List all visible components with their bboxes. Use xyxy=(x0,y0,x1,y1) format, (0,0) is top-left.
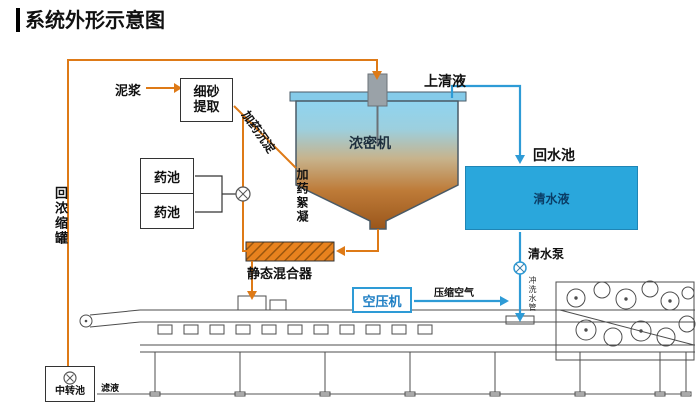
supernatant-line xyxy=(450,84,522,156)
transfer-pool-box: 中转池 xyxy=(45,366,95,402)
compressed-air-arrowhead xyxy=(500,296,509,306)
supernatant-arrowhead xyxy=(515,155,525,164)
press-roller-icon xyxy=(575,319,597,341)
mud-label: 泥浆 xyxy=(115,84,142,99)
belt-filter-press xyxy=(79,280,696,397)
press-roller-icon xyxy=(660,291,680,311)
air-compressor-box: 空压机 xyxy=(352,287,412,313)
page-title: 系统外形示意图 xyxy=(16,8,165,32)
static-mixer xyxy=(245,241,335,262)
press-roller-icon xyxy=(603,327,623,347)
clear-water-pump-label: 清水泵 xyxy=(528,247,565,261)
discharge-belt-line xyxy=(89,321,141,328)
clear-water-arrowhead xyxy=(515,313,525,322)
dosing-flocculation-label: 加药絮凝 xyxy=(295,168,309,224)
fine-sand-extraction-label: 细砂提取 xyxy=(193,85,220,115)
press-roller-icon xyxy=(656,327,676,347)
underflow-line xyxy=(346,229,379,252)
static-mixer-label: 静态混合器 xyxy=(247,267,313,282)
fine-sand-extraction-box: 细砂提取 xyxy=(180,78,233,122)
mixer-outlet-arrowhead xyxy=(247,291,257,300)
press-roller-icon xyxy=(678,315,696,333)
roller-frame xyxy=(555,281,695,361)
transfer-pool-label: 中转池 xyxy=(55,386,85,397)
compressed-air-label: 压缩空气 xyxy=(434,288,474,299)
chemical-tank-2-label: 药池 xyxy=(153,205,180,221)
supernatant-label: 上清液 xyxy=(424,74,466,90)
chemical-tank-2-box: 药池 xyxy=(140,193,194,229)
chemical-tank-1-box: 药池 xyxy=(140,158,194,194)
thickener-tank xyxy=(295,100,459,230)
dosing-flocculation-line xyxy=(242,201,247,252)
press-roller-icon xyxy=(615,288,637,310)
return-arrowhead xyxy=(372,71,382,80)
discharge-pulley-icon xyxy=(79,314,93,328)
feed-motor-box xyxy=(269,299,287,311)
underflow-arrowhead xyxy=(336,246,345,256)
press-roller-icon xyxy=(566,288,586,308)
chemical-tank-bracket xyxy=(195,175,223,213)
thickener-label: 浓密机 xyxy=(349,136,391,152)
return-water-pool-label: 回水池 xyxy=(533,148,575,164)
discharge-belt-line xyxy=(89,309,141,316)
press-roller-icon xyxy=(681,286,695,300)
press-roller-icon xyxy=(593,281,611,299)
clear-water-label: 清水液 xyxy=(533,191,570,206)
air-compressor-label: 空压机 xyxy=(362,294,402,310)
mud-arrowhead xyxy=(174,83,182,93)
chemical-tank-1-label: 药池 xyxy=(153,170,180,186)
sand-to-thickener-line xyxy=(233,105,297,169)
press-roller-icon xyxy=(630,320,652,342)
flush-water-pipe-label: 冲洗水管 xyxy=(528,276,537,312)
return-line xyxy=(67,59,378,366)
return-water-pool: 清水液 xyxy=(465,166,638,230)
filtrate-label: 滤液 xyxy=(101,384,120,394)
transfer-pump-icon xyxy=(63,371,77,385)
press-roller-icon xyxy=(641,280,659,298)
return-to-thickener-label: 回浓缩罐 xyxy=(52,186,67,246)
